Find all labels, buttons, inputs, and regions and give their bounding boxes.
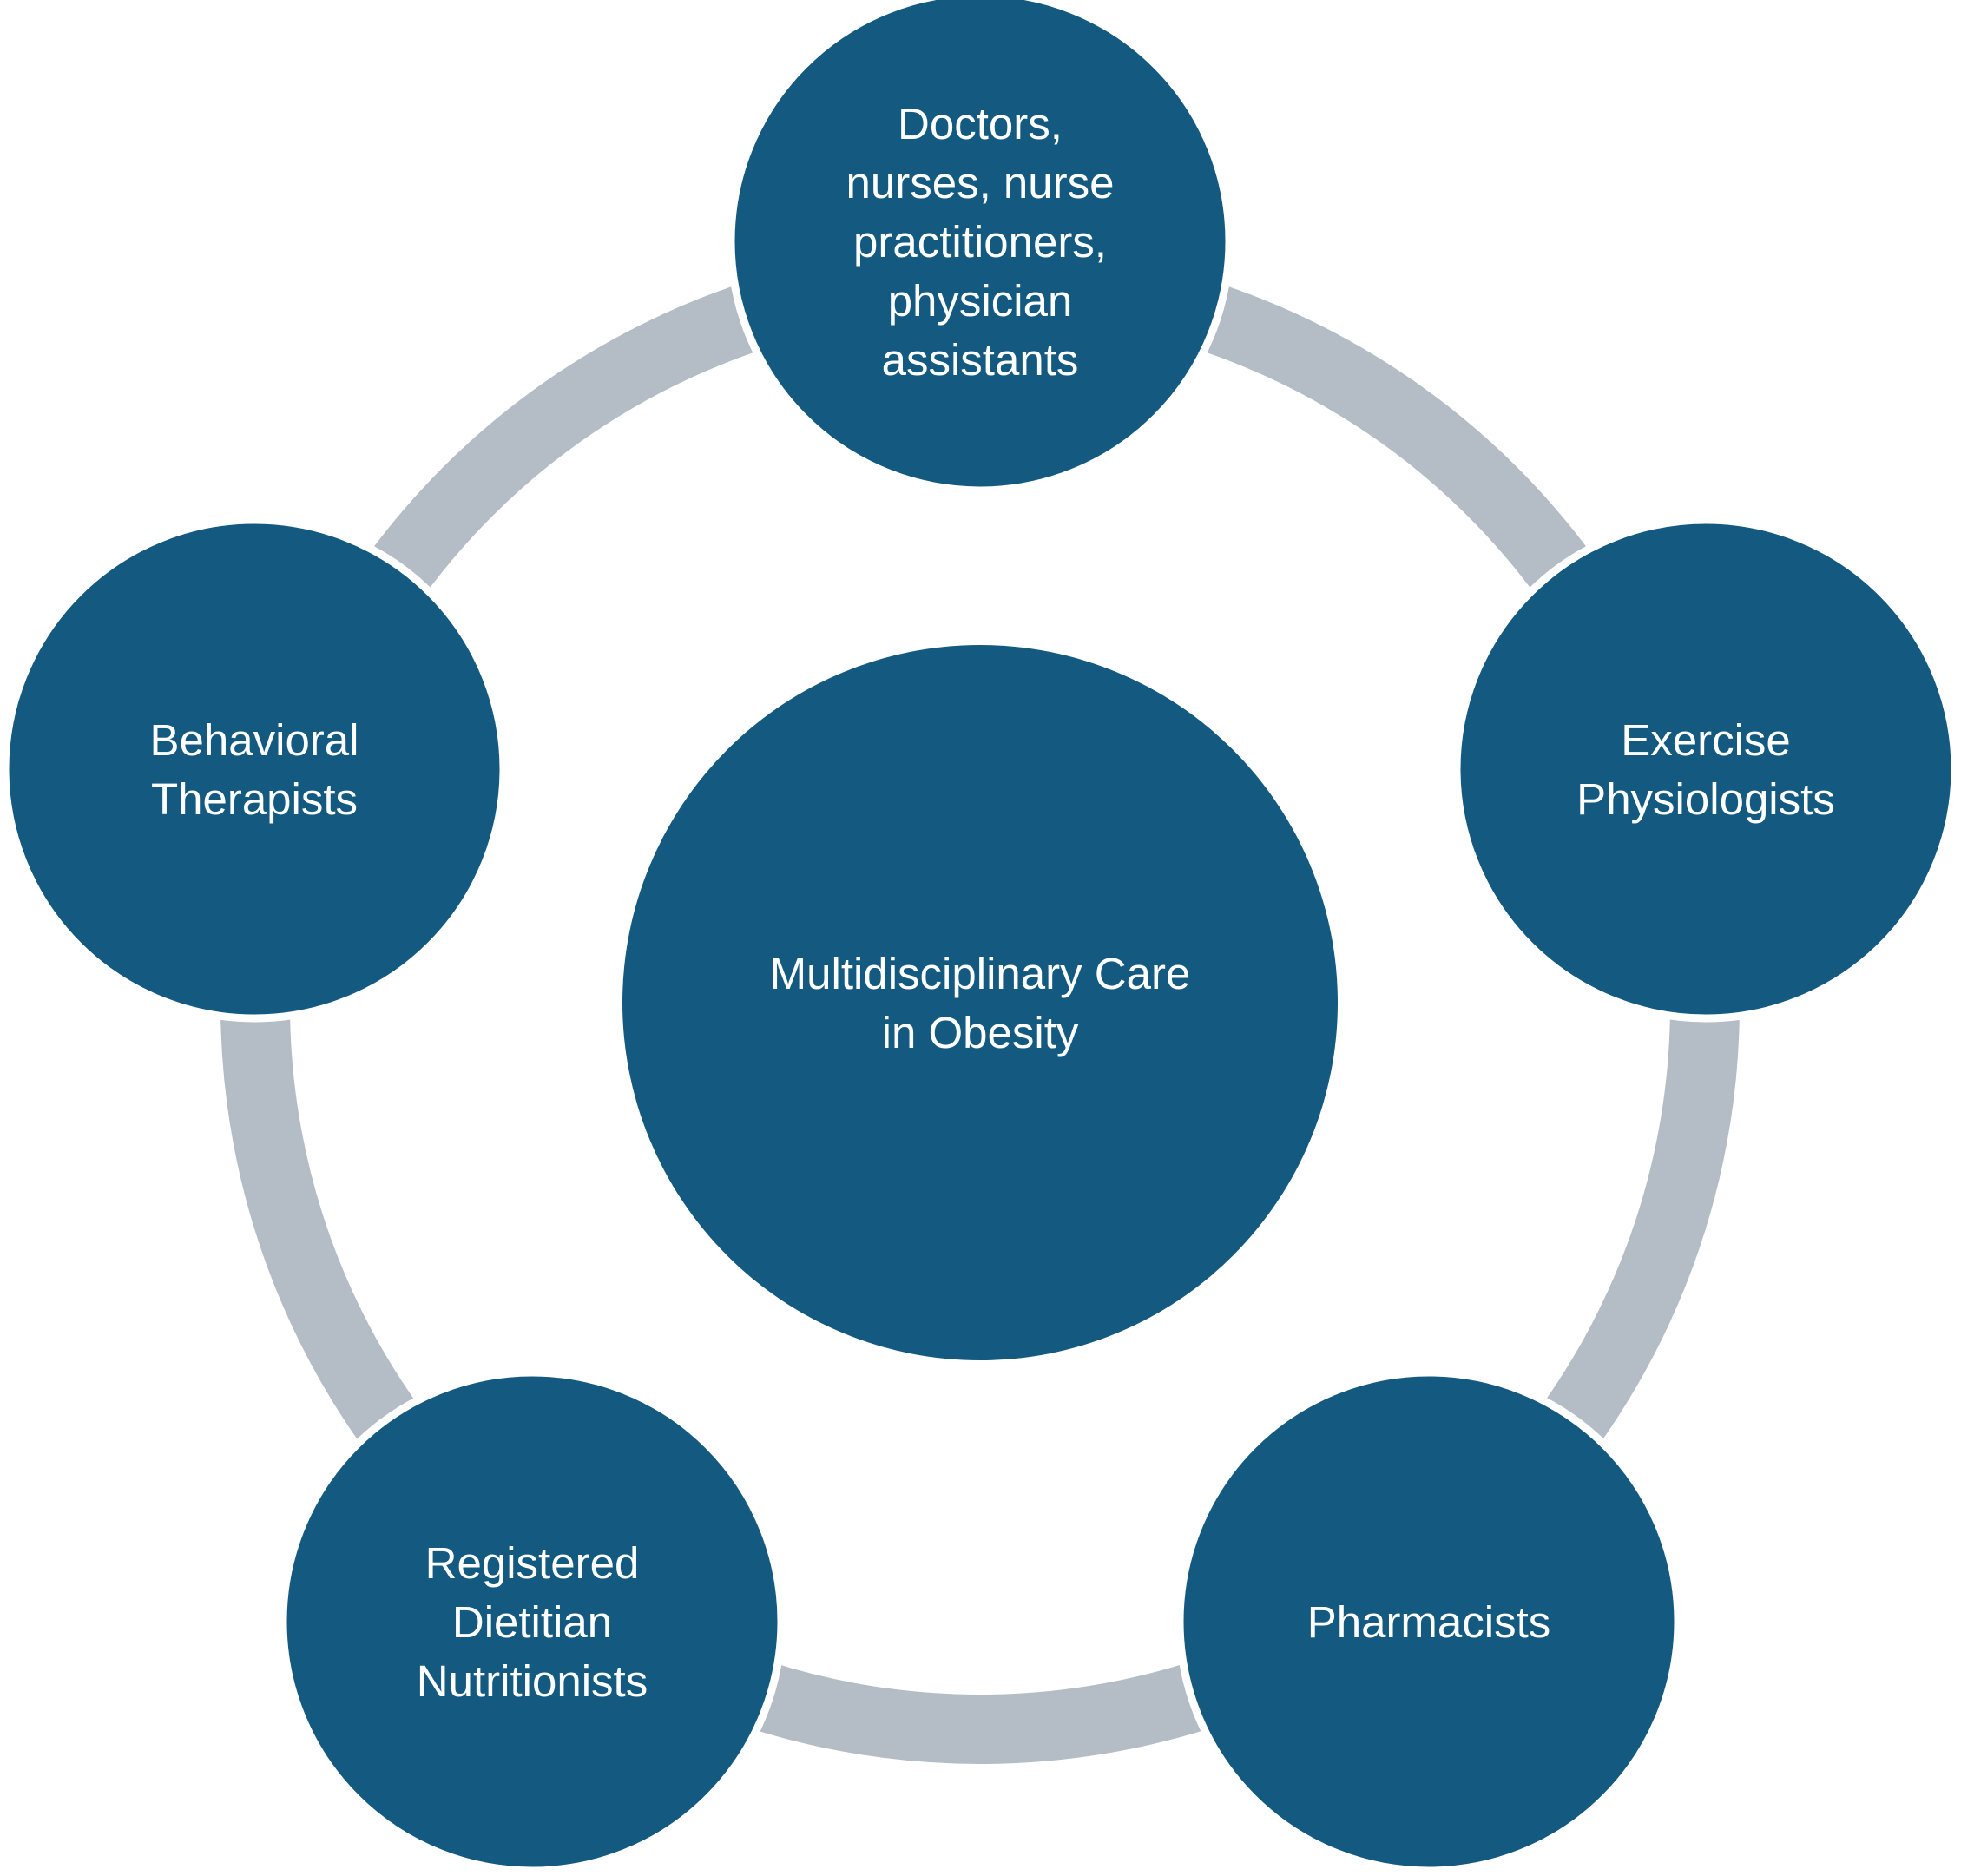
node-left-circle <box>1 516 508 1023</box>
node-bottom-left-circle <box>279 1368 786 1875</box>
node-bottom-right: Pharmacists <box>1175 1368 1682 1875</box>
center-node-label-line: in Obesity <box>882 1008 1079 1057</box>
node-top-label-line: physician <box>888 276 1073 326</box>
node-bottom-right-circle <box>1175 1368 1682 1875</box>
node-bottom-left-label-line: Nutritionists <box>417 1656 648 1706</box>
node-top-label-line: nurses, nurse <box>846 158 1115 207</box>
node-top-circle <box>727 0 1234 495</box>
node-bottom-left-label-line: Registered <box>425 1538 640 1588</box>
node-top: Doctors, nurses, nurse practitioners, physi… <box>727 0 1234 495</box>
node-top-label-line: Doctors, <box>898 99 1063 148</box>
center-node-label-line: Multidisciplinary Care <box>770 949 1191 998</box>
center-node: Multidisciplinary Care in Obesity <box>622 645 1338 1360</box>
node-top-label-line: assistants <box>882 335 1079 385</box>
node-right-label-line: Exercise <box>1621 715 1791 765</box>
node-bottom-left-label-line: Dietitian <box>452 1597 612 1647</box>
node-left-label-line: Behavioral <box>150 715 359 765</box>
node-bottom-right-label-line: Pharmacists <box>1307 1597 1551 1647</box>
node-right-circle <box>1452 516 1959 1023</box>
node-top-label-line: practitioners, <box>853 217 1107 267</box>
node-left-label-line: Therapists <box>151 774 358 824</box>
center-node-circle <box>622 645 1338 1360</box>
node-right-label-line: Physiologists <box>1576 774 1835 824</box>
